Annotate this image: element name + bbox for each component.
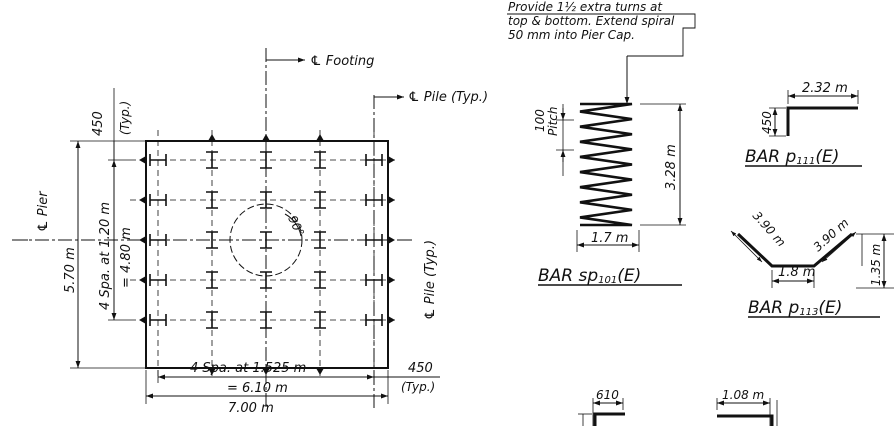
h-pile xyxy=(314,271,326,289)
pier-centerline-label: ℄ Pier xyxy=(36,190,51,232)
strand-markers xyxy=(139,134,395,375)
h-pile xyxy=(149,274,167,286)
footing-centerline-label: ℄ Footing xyxy=(310,54,374,69)
dim-4-spa-1525: 4 Spa. at 1.525 m xyxy=(190,361,306,376)
h-pile xyxy=(260,271,272,289)
footing-outline xyxy=(145,140,389,369)
strand-marker xyxy=(139,276,146,284)
h-pile xyxy=(149,314,167,326)
h-pile xyxy=(260,311,272,329)
strand-marker xyxy=(316,368,324,375)
h-pile xyxy=(206,191,218,209)
strand-marker xyxy=(139,156,146,164)
h-pile xyxy=(314,151,326,169)
top-dim-450: 450 xyxy=(91,111,106,136)
h-pile xyxy=(314,231,326,249)
bottom-dim-450: 450 xyxy=(408,361,433,376)
bar-p111-shape xyxy=(786,106,858,136)
spiral-height: 3.28 m xyxy=(664,144,679,190)
strand-marker xyxy=(388,156,395,164)
pitch-value: 100 xyxy=(533,109,547,132)
spiral-bar-detail xyxy=(507,13,696,286)
h-pile xyxy=(260,191,272,209)
bar-p113-detail xyxy=(730,230,894,318)
top-dim-typ: (Typ.) xyxy=(118,101,132,135)
spiral-diameter: 1.7 m xyxy=(591,231,628,246)
pile-centerline-label-top: ℄ Pile (Typ.) xyxy=(408,90,488,105)
dim-6-10: = 6.10 m xyxy=(227,381,288,396)
partial-bar-details xyxy=(578,398,778,426)
spiral-note-line-3: 50 mm into Pier Cap. xyxy=(508,28,635,42)
strand-marker xyxy=(262,368,270,375)
h-pile xyxy=(149,234,167,246)
pile-centerline-label-right: ℄ Pile (Typ.) xyxy=(423,240,438,320)
spiral-note-line-2: top & bottom. Extend spiral xyxy=(508,14,675,28)
spiral-coil xyxy=(579,102,633,227)
bar-p111-dim-top: 2.32 m xyxy=(802,81,848,96)
footing-plan xyxy=(12,48,440,410)
bar-p113-dim-height: 1.35 m xyxy=(869,244,883,286)
dim-4-80: = 4.80 m xyxy=(119,227,134,288)
bar-p111-label: BAR p111(E) xyxy=(745,147,839,167)
strand-marker xyxy=(316,134,324,141)
bar-p113-dim-left: 3.90 m xyxy=(750,209,789,250)
h-pile xyxy=(314,311,326,329)
strand-marker xyxy=(208,368,216,375)
dim-4-spa-120: 4 Spa. at 1.20 m xyxy=(98,202,113,310)
note-frame xyxy=(507,13,696,57)
h-pile xyxy=(206,271,218,289)
spiral-note-line-1: Provide 1½ extra turns at xyxy=(508,0,663,14)
h-pile xyxy=(206,151,218,169)
strand-marker xyxy=(388,196,395,204)
h-pile xyxy=(149,154,167,166)
dim-5-70: 5.70 m xyxy=(63,247,78,293)
bar-p111-detail xyxy=(745,90,862,167)
strand-marker xyxy=(388,236,395,244)
angle-90: 90° xyxy=(285,213,307,238)
strand-marker xyxy=(139,196,146,204)
h-pile xyxy=(149,194,167,206)
bar-p113-dim-bottom: 1.8 m xyxy=(778,265,815,280)
partial-dim-610: 610 xyxy=(596,388,619,402)
bar-p113-label: BAR p113(E) xyxy=(748,298,842,318)
bar-p111-dim-leg: 450 xyxy=(760,111,774,134)
partial-dim-108: 1.08 m xyxy=(722,388,764,402)
bottom-dim-typ: (Typ.) xyxy=(401,380,435,394)
bar-p113-dim-right: 3.90 m xyxy=(811,216,852,255)
strand-marker xyxy=(388,276,395,284)
pile-grid xyxy=(130,130,395,378)
strand-marker xyxy=(208,134,216,141)
strand-marker xyxy=(139,316,146,324)
dim-7-00: 7.00 m xyxy=(228,401,274,416)
h-pile xyxy=(314,191,326,209)
h-pile xyxy=(260,151,272,169)
strand-marker xyxy=(139,236,146,244)
bar-sp101-label: BAR sp101(E) xyxy=(538,266,641,286)
h-pile-symbols xyxy=(149,151,383,329)
h-pile xyxy=(206,231,218,249)
h-pile xyxy=(260,231,272,249)
strand-marker xyxy=(388,316,395,324)
h-pile xyxy=(206,311,218,329)
strand-marker xyxy=(262,134,270,141)
pitch-label: Pitch xyxy=(546,107,560,136)
